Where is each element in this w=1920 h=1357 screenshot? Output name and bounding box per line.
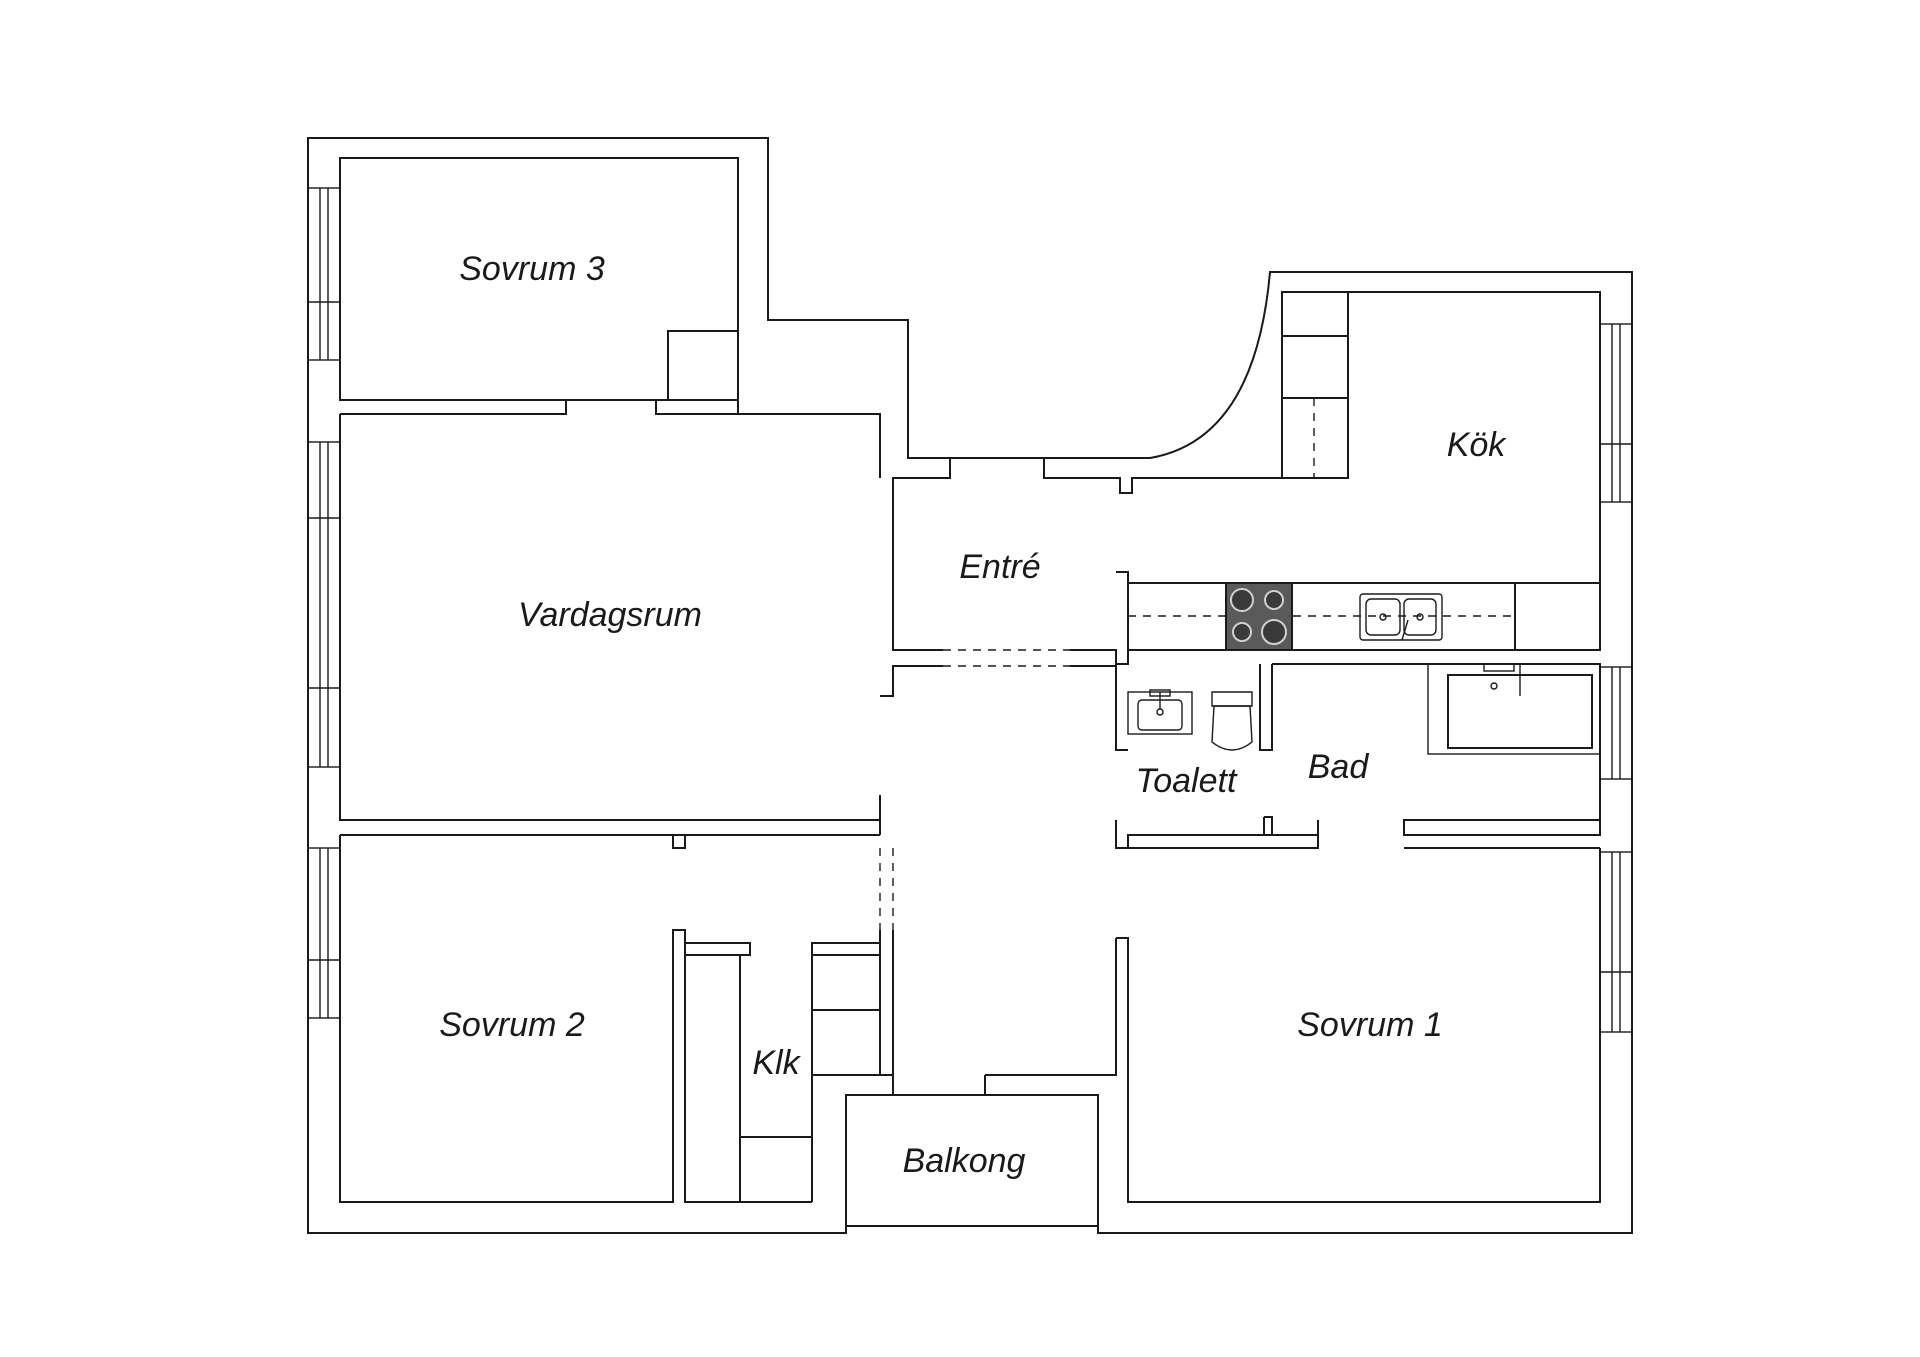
label-balkong: Balkong — [903, 1142, 1026, 1180]
label-sovrum-3: Sovrum 3 — [459, 250, 605, 288]
room-labels: Sovrum 3 Vardagsrum Entré Kök Toalett Ba… — [439, 250, 1507, 1180]
window-sovrum-2 — [307, 847, 341, 1019]
windows — [307, 187, 1633, 1033]
label-vardagsrum: Vardagsrum — [518, 596, 702, 634]
label-bad: Bad — [1308, 748, 1370, 786]
window-kok — [1599, 323, 1633, 503]
label-sovrum-2: Sovrum 2 — [439, 1006, 585, 1044]
room-entre — [880, 457, 1292, 697]
room-kok — [1116, 291, 1601, 665]
bathtub-icon — [1427, 663, 1601, 755]
label-toalett: Toalett — [1136, 762, 1238, 800]
room-klk — [684, 942, 881, 1203]
label-sovrum-1: Sovrum 1 — [1297, 1006, 1443, 1044]
label-entre: Entré — [959, 548, 1040, 586]
label-kok: Kök — [1447, 426, 1508, 464]
window-sovrum-1 — [1599, 851, 1633, 1033]
window-sovrum-3 — [307, 187, 341, 361]
window-vardagsrum — [307, 441, 341, 768]
room-balkong — [845, 938, 1117, 1227]
kitchen-sink-icon — [1359, 593, 1443, 641]
stove-icon — [1225, 582, 1293, 651]
exterior-walls — [307, 137, 1633, 1234]
toilet-icon — [1211, 691, 1253, 751]
room-sovrum-1 — [1116, 835, 1601, 1203]
window-bad — [1599, 666, 1633, 780]
room-sovrum-2 — [339, 834, 894, 1203]
label-klk: Klk — [752, 1044, 801, 1082]
room-toalett — [1115, 664, 1318, 849]
washbasin-icon — [1127, 689, 1193, 735]
